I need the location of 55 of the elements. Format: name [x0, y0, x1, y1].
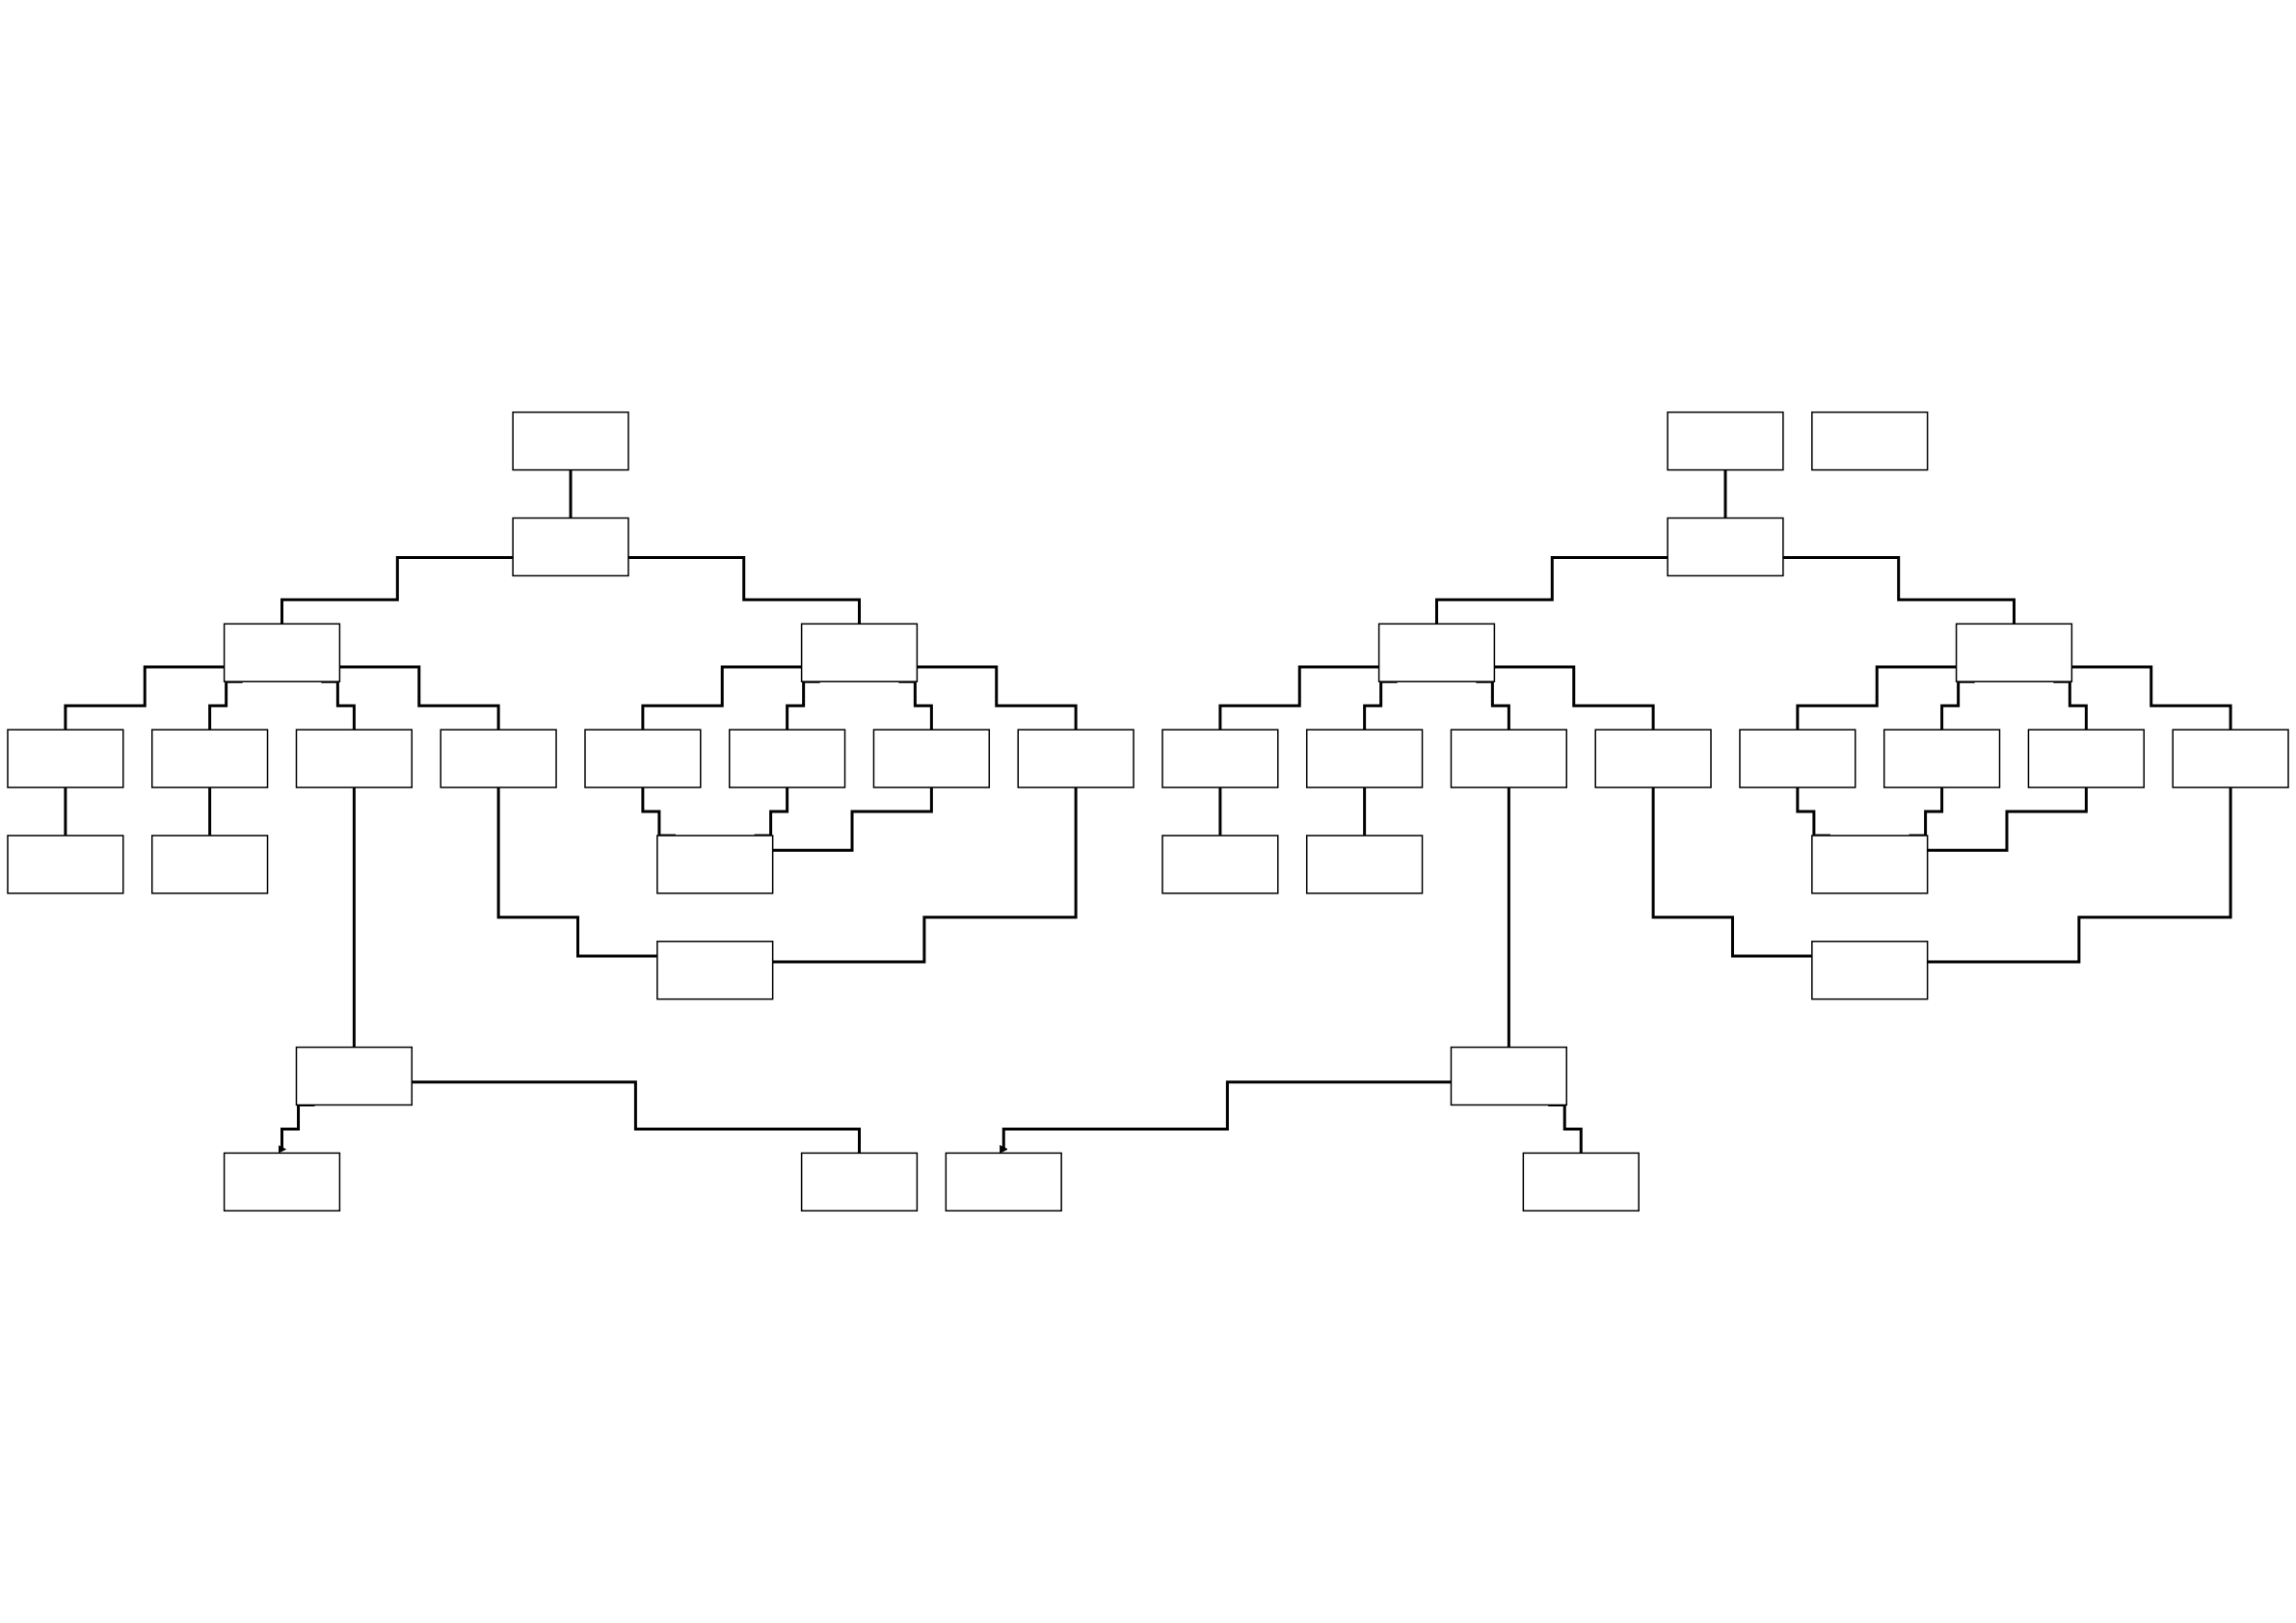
node-box [1882, 729, 2001, 788]
connector [1796, 665, 1957, 732]
node-box [1017, 729, 1135, 788]
connector [412, 1080, 861, 1155]
node-box [2172, 729, 2289, 788]
node-box [729, 729, 846, 788]
node-box [512, 411, 629, 471]
node-box [872, 729, 991, 788]
node-box [1667, 517, 1784, 577]
connector [1494, 665, 1655, 732]
node-box [1667, 411, 1784, 471]
connector [641, 665, 802, 732]
node-box [584, 729, 702, 788]
connector [64, 665, 225, 732]
node-box [1305, 835, 1424, 894]
node-box [1161, 835, 1279, 894]
node-box [800, 623, 919, 682]
node-box [1450, 729, 1567, 788]
node-box [1811, 411, 1929, 471]
connector [1782, 555, 2016, 625]
node-box [945, 1152, 1062, 1212]
node-box [295, 1046, 414, 1106]
node-box [1739, 729, 1856, 788]
node-box [223, 1152, 341, 1212]
node-box [151, 729, 269, 788]
connector [917, 665, 1078, 732]
connector [1723, 468, 1727, 519]
node-box [1811, 941, 1929, 1000]
node-box [1522, 1152, 1640, 1212]
node-box [2027, 729, 2145, 788]
node-box [512, 517, 629, 577]
node-box [1955, 623, 2073, 682]
node-box [151, 835, 269, 894]
node-box [656, 835, 774, 894]
node-box [1594, 729, 1712, 788]
connector [1218, 665, 1379, 732]
node-box [440, 729, 557, 788]
node-box [656, 941, 774, 1000]
connector [627, 555, 861, 625]
node-box [7, 835, 124, 894]
connector [280, 555, 514, 625]
node-box [295, 729, 414, 788]
arrow [999, 1080, 1452, 1154]
node-box [223, 623, 341, 682]
node-box [1305, 729, 1424, 788]
node-box [1450, 1046, 1567, 1106]
connector [1435, 555, 1669, 625]
connector [569, 468, 573, 519]
node-box [1811, 835, 1929, 894]
node-box [7, 729, 124, 788]
connector [339, 665, 500, 732]
connector [2071, 665, 2232, 732]
node-box [1161, 729, 1279, 788]
node-box [1377, 623, 1496, 682]
node-box [800, 1152, 919, 1212]
